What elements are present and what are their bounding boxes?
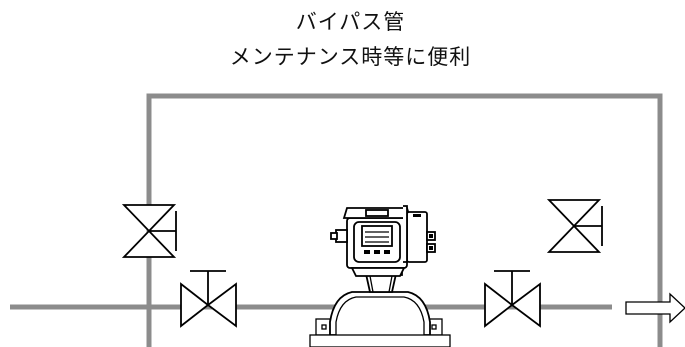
- inlet-valve-icon: [180, 270, 237, 328]
- caption-title: バイパス管: [295, 10, 406, 34]
- bypass-valve-left-icon: [121, 204, 177, 258]
- caption-subtitle: メンテナンス時等に便利: [229, 45, 472, 69]
- flowmeter-transmitter-icon: [330, 205, 436, 277]
- outlet-valve-icon: [484, 270, 541, 328]
- bypass-valve-right-icon: [546, 199, 603, 253]
- flow-direction-arrow-icon: [625, 292, 685, 324]
